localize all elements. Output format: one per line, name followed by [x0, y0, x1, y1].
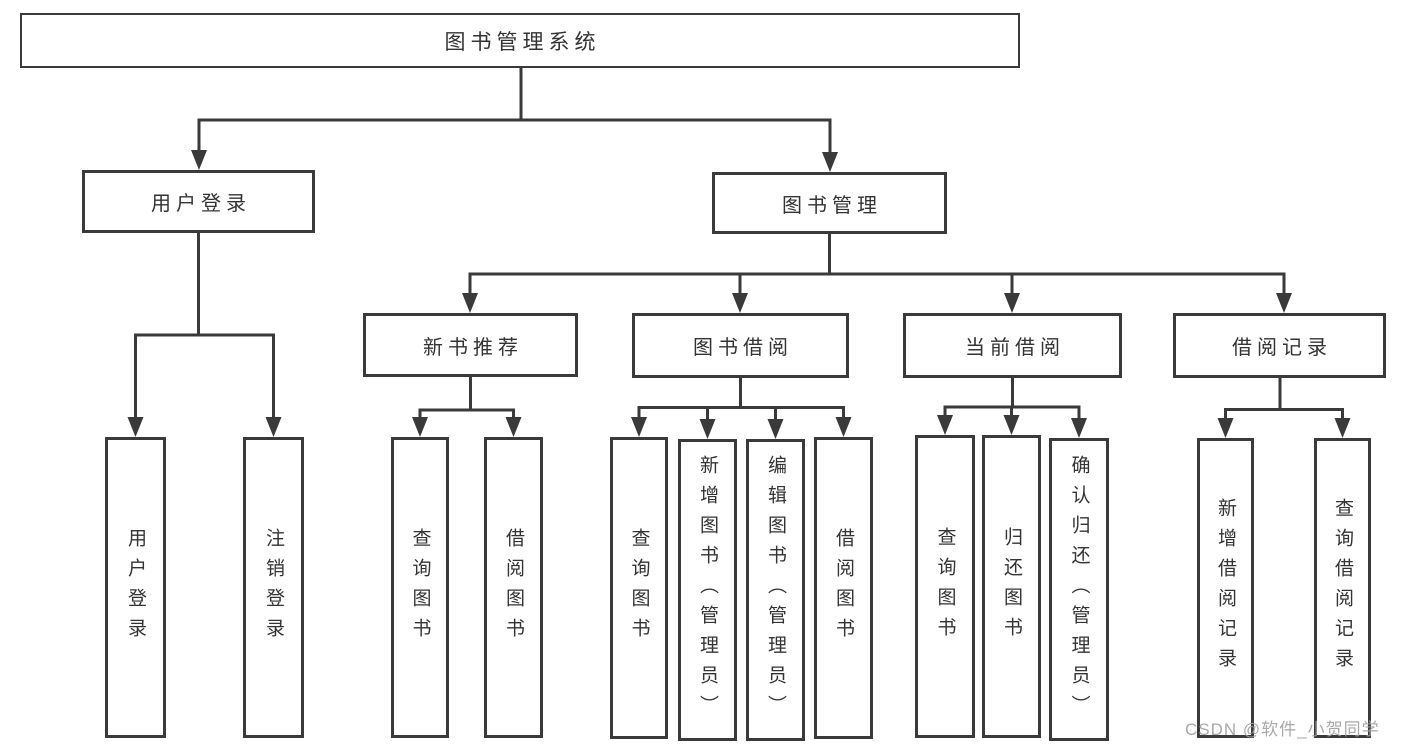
node-book-borrowing: 图书借阅 — [632, 313, 849, 378]
leaf-label: 确认归还（管理员） — [1068, 454, 1090, 725]
leaf-user-login: 用户登录 — [105, 437, 166, 738]
leaf-label: 归还图书 — [1001, 526, 1022, 647]
node-new-book-recommendation: 新书推荐 — [363, 313, 578, 377]
leaf-confirm-return-admin: 确认归还（管理员） — [1049, 438, 1109, 741]
leaf-label: 新增图书（管理员） — [697, 455, 718, 725]
leaf-return-books: 归还图书 — [982, 435, 1041, 738]
leaf-add-borrow-record: 新增借阅记录 — [1197, 438, 1254, 738]
leaf-query-books-current: 查询图书 — [915, 435, 975, 738]
node-book-management: 图书管理 — [712, 172, 947, 234]
leaf-label: 借阅图书 — [833, 528, 854, 648]
leaf-label: 注销登录 — [263, 527, 284, 648]
node-label: 当前借阅 — [965, 337, 1065, 359]
leaf-label: 借阅图书 — [503, 527, 524, 648]
leaf-label: 用户登录 — [125, 527, 146, 648]
node-current-borrowing: 当前借阅 — [903, 313, 1122, 378]
arrowheads — [127, 150, 1351, 439]
leaf-label: 编辑图书（管理员） — [765, 455, 786, 725]
leaf-label: 查询图书 — [409, 527, 431, 648]
leaf-query-books-borrowing: 查询图书 — [610, 437, 668, 739]
leaf-query-books-newbooks: 查询图书 — [391, 437, 449, 738]
leaf-borrow-books-newbooks: 借阅图书 — [484, 437, 543, 738]
leaf-logout: 注销登录 — [243, 437, 304, 738]
node-label: 借阅记录 — [1232, 337, 1332, 359]
node-label: 图书管理系统 — [444, 30, 601, 54]
csdn-watermark: CSDN @软件_小贺同学 — [1185, 720, 1380, 739]
leaf-label: 查询借阅记录 — [1332, 498, 1353, 678]
node-user-login: 用户登录 — [82, 170, 315, 233]
leaf-add-books-admin: 新增图书（管理员） — [678, 439, 737, 741]
node-label: 图书管理 — [782, 194, 882, 217]
node-library-management-system: 图书管理系统 — [20, 13, 1020, 68]
node-label: 新书推荐 — [423, 336, 523, 359]
leaf-edit-books-admin: 编辑图书（管理员） — [746, 439, 805, 741]
leaf-query-borrow-record: 查询借阅记录 — [1314, 438, 1371, 738]
node-label: 用户登录 — [151, 193, 251, 215]
node-borrowing-records: 借阅记录 — [1173, 313, 1386, 378]
leaf-label: 查询图书 — [628, 528, 650, 648]
leaf-label: 查询图书 — [934, 526, 956, 647]
leaf-label: 新增借阅记录 — [1215, 498, 1236, 678]
leaf-borrow-books-borrowing: 借阅图书 — [814, 437, 873, 739]
node-label: 图书借阅 — [693, 337, 793, 359]
